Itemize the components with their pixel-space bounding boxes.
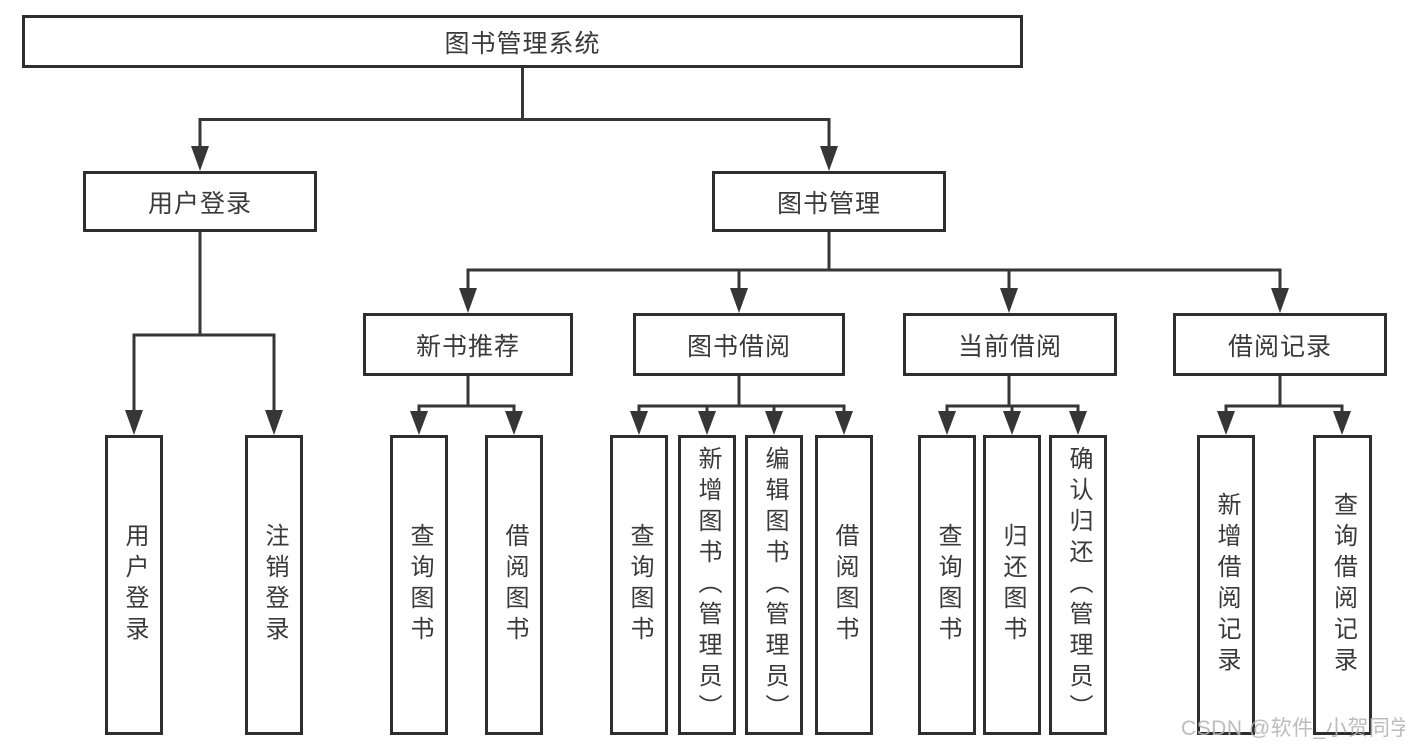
leaf-newrec-borrow-books-label: 借阅图书 xyxy=(501,523,528,647)
node-book-management-label: 图书管理 xyxy=(776,189,881,218)
leaf-borrow-add-books-admin: 新增图书（管理员） xyxy=(678,435,736,735)
connector-book-mgmt-to-level3 xyxy=(459,232,1289,313)
leaf-borrow-query-books: 查询图书 xyxy=(610,435,668,735)
leaf-borrow-borrow-books-label: 借阅图书 xyxy=(831,523,858,647)
leaf-logout-action-label: 注销登录 xyxy=(261,523,288,647)
node-user-login-label: 用户登录 xyxy=(147,189,252,218)
node-new-book-recommend: 新书推荐 xyxy=(363,313,573,376)
leaf-borrow-borrow-books: 借阅图书 xyxy=(815,435,873,735)
leaf-records-add-record: 新增借阅记录 xyxy=(1197,435,1255,735)
node-current-borrowing-label: 当前借阅 xyxy=(957,332,1062,361)
node-book-borrowing-label: 图书借阅 xyxy=(686,332,791,361)
node-root-system-label: 图书管理系统 xyxy=(444,29,601,58)
leaf-current-return-books-label: 归还图书 xyxy=(999,523,1026,647)
leaf-current-confirm-return-admin-label: 确认归还（管理员） xyxy=(1065,445,1092,725)
connector-new-book-rec-to-leaves xyxy=(410,376,523,435)
node-current-borrowing: 当前借阅 xyxy=(903,313,1117,376)
csdn-watermark: CSDN @软件_小贺同学 xyxy=(1181,717,1405,740)
node-new-book-recommend-label: 新书推荐 xyxy=(415,332,520,361)
leaf-records-add-record-label: 新增借阅记录 xyxy=(1213,492,1240,678)
leaf-borrow-edit-books-admin: 编辑图书（管理员） xyxy=(745,435,803,735)
connector-current-borrow-to-leaves xyxy=(938,376,1087,435)
connector-borrow-records-to-leaves xyxy=(1217,376,1351,435)
node-borrowing-records: 借阅记录 xyxy=(1173,313,1387,376)
leaf-current-confirm-return-admin: 确认归还（管理员） xyxy=(1049,435,1107,735)
connector-book-borrow-to-leaves xyxy=(630,376,853,435)
node-root-system: 图书管理系统 xyxy=(22,15,1023,68)
leaf-current-query-books: 查询图书 xyxy=(918,435,976,735)
leaf-user-login-action: 用户登录 xyxy=(105,435,163,735)
leaf-current-return-books: 归还图书 xyxy=(983,435,1041,735)
connector-user-login-to-leaves xyxy=(125,232,283,435)
leaf-newrec-query-books-label: 查询图书 xyxy=(406,523,433,647)
node-book-borrowing: 图书借阅 xyxy=(633,313,845,376)
connector-root-to-level2 xyxy=(191,68,838,171)
leaf-newrec-borrow-books: 借阅图书 xyxy=(485,435,543,735)
node-book-management: 图书管理 xyxy=(712,171,946,232)
leaf-current-query-books-label: 查询图书 xyxy=(934,523,961,647)
leaf-records-query-record-label: 查询借阅记录 xyxy=(1329,492,1357,678)
leaf-records-query-record: 查询借阅记录 xyxy=(1313,435,1372,735)
node-borrowing-records-label: 借阅记录 xyxy=(1227,332,1332,361)
leaf-logout-action: 注销登录 xyxy=(245,435,303,735)
leaf-borrow-query-books-label: 查询图书 xyxy=(626,523,653,647)
leaf-user-login-action-label: 用户登录 xyxy=(121,523,148,647)
node-user-login: 用户登录 xyxy=(83,171,317,232)
leaf-borrow-edit-books-admin-label: 编辑图书（管理员） xyxy=(761,445,788,725)
leaf-newrec-query-books: 查询图书 xyxy=(390,435,448,735)
leaf-borrow-add-books-admin-label: 新增图书（管理员） xyxy=(694,445,721,725)
